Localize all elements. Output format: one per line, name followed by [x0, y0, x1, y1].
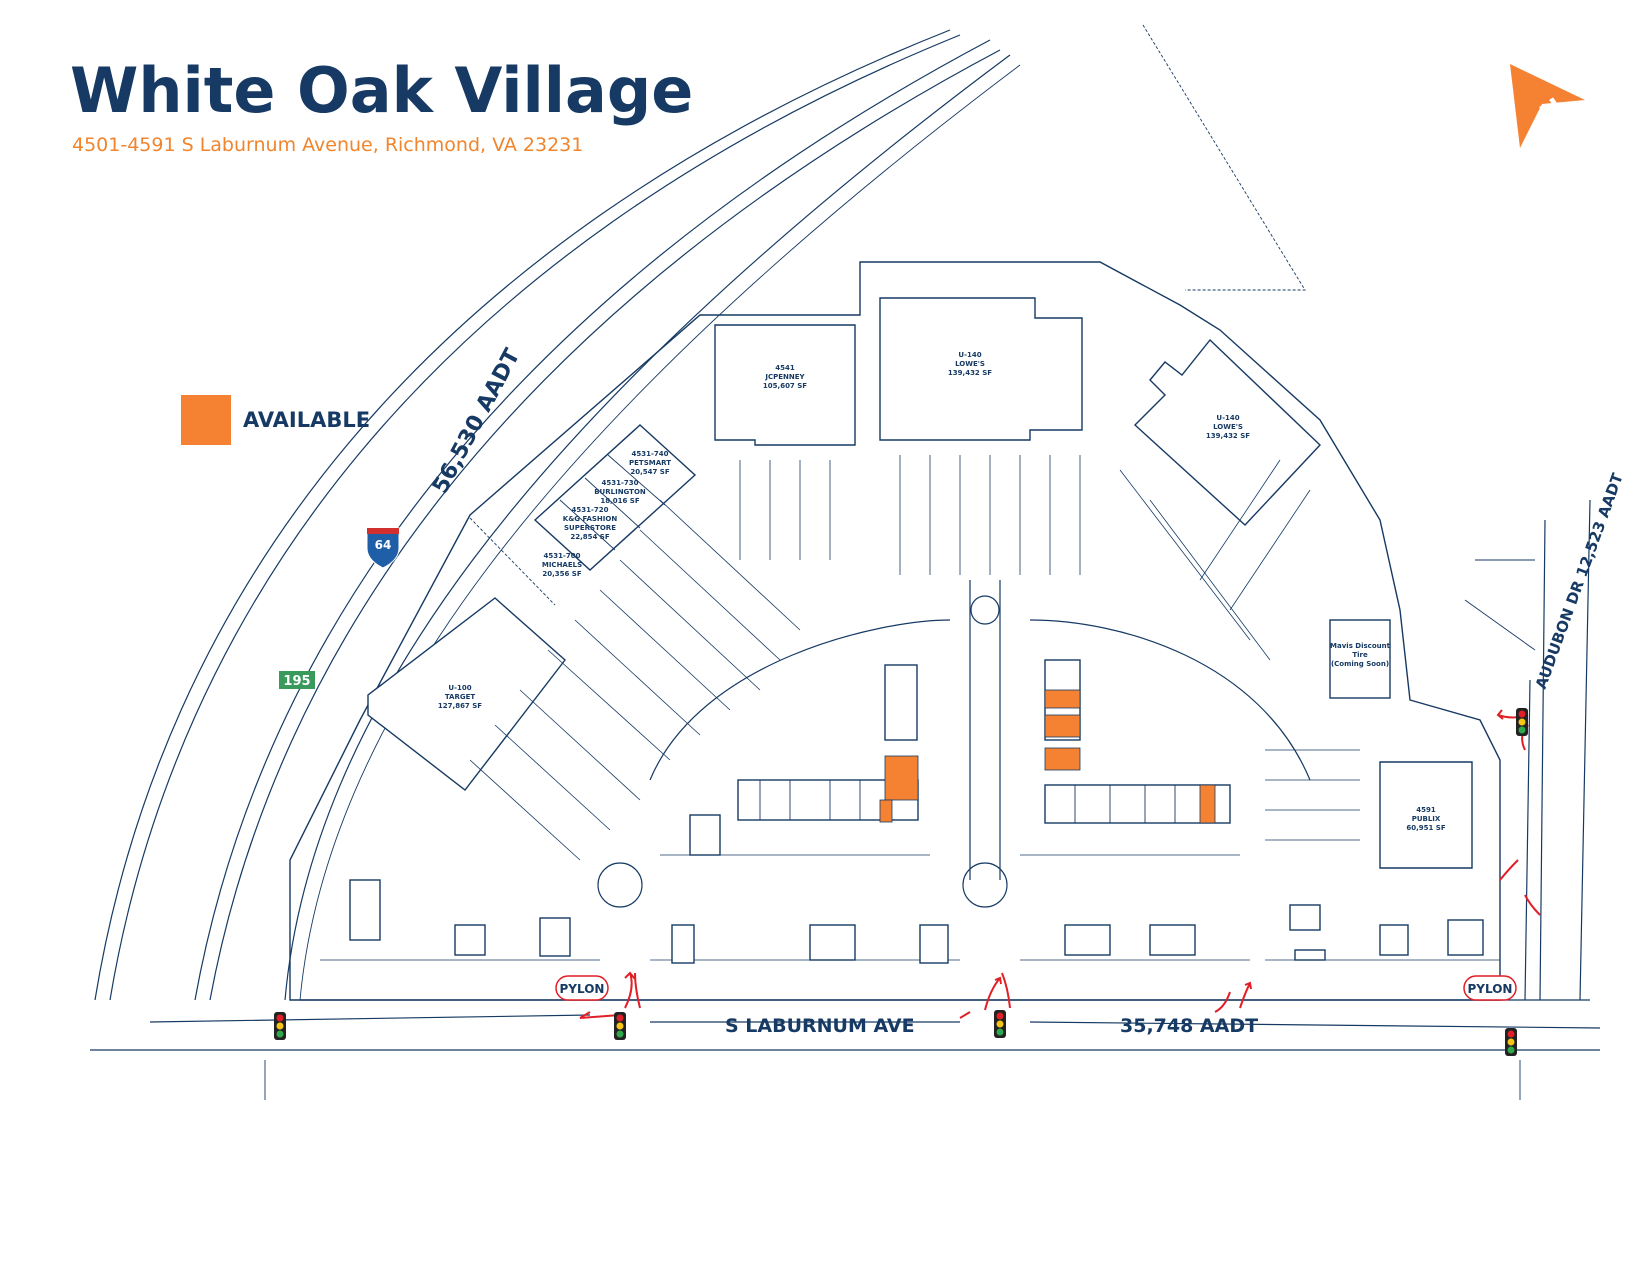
main-street-label: S LABURNUM AVE: [725, 1015, 915, 1037]
svg-text:SUPERSTORE: SUPERSTORE: [564, 524, 616, 532]
svg-text:U-140: U-140: [1216, 414, 1239, 422]
publix-building: [1379, 761, 1473, 869]
legend: AVAILABLE: [181, 395, 370, 445]
svg-text:PYLON: PYLON: [1468, 982, 1513, 996]
interstate-shield-icon: 64: [366, 527, 400, 569]
mavis-building: [1329, 619, 1391, 699]
svg-text:127,867 SF: 127,867 SF: [438, 702, 482, 710]
svg-text:Mavis Discount: Mavis Discount: [1330, 642, 1391, 650]
svg-text:U-100: U-100: [448, 684, 471, 692]
side-street-label: AUDUBON DR 12,523 AADT: [1532, 470, 1627, 691]
site-boundary: [289, 261, 1501, 1001]
svg-text:139,432 SF: 139,432 SF: [1206, 432, 1250, 440]
lowes-b-building: [1133, 338, 1321, 526]
svg-text:20,547 SF: 20,547 SF: [630, 468, 669, 476]
svg-text:MICHAELS: MICHAELS: [542, 561, 582, 569]
svg-text:(Coming Soon): (Coming Soon): [1331, 660, 1389, 668]
svg-text:LOWE'S: LOWE'S: [955, 360, 985, 368]
svg-text:PETSMART: PETSMART: [629, 459, 671, 467]
svg-text:TARGET: TARGET: [445, 693, 476, 701]
tenant-label-jcpenney: 4541 JCPENNEY 105,607 SF: [763, 364, 807, 390]
property-address: 4501-4591 S Laburnum Avenue, Richmond, V…: [72, 134, 584, 156]
svg-text:139,432 SF: 139,432 SF: [948, 369, 992, 377]
svg-text:BURLINGTON: BURLINGTON: [594, 488, 646, 496]
jcpenney-building: [714, 324, 856, 446]
highway-traffic-label: 56,530 AADT: [428, 345, 525, 498]
svg-text:4541: 4541: [775, 364, 795, 372]
audubon-dr-road: [1464, 499, 1591, 1001]
available-swatch: [181, 395, 231, 445]
tenant-label-lowes: U-140 LOWE'S 139,432 SF: [948, 351, 992, 377]
available-label: AVAILABLE: [243, 408, 371, 432]
route-195-sign-icon: 195: [279, 671, 315, 689]
junior-anchor-strip: [533, 424, 697, 571]
svg-text:PYLON: PYLON: [560, 982, 605, 996]
route-number: 195: [283, 674, 310, 689]
svg-text:PUBLIX: PUBLIX: [1412, 815, 1441, 823]
tenant-label-michaels: 4531-700 MICHAELS 20,356 SF: [542, 552, 582, 578]
svg-text:60,951 SF: 60,951 SF: [1406, 824, 1445, 832]
svg-text:4531-740: 4531-740: [632, 450, 669, 458]
traffic-light-icon: [274, 708, 1528, 1056]
svg-text:U-140: U-140: [958, 351, 981, 359]
svg-text:22,854 SF: 22,854 SF: [570, 533, 609, 541]
main-street-traffic-label: 35,748 AADT: [1120, 1015, 1258, 1037]
svg-text:4531-720: 4531-720: [572, 506, 609, 514]
svg-text:JCPENNEY: JCPENNEY: [764, 373, 805, 381]
tenant-label-target: U-100 TARGET 127,867 SF: [438, 684, 482, 710]
svg-text:K&G FASHION: K&G FASHION: [563, 515, 618, 523]
tenant-label-lowes-b: U-140 LOWE'S 139,432 SF: [1206, 414, 1250, 440]
central-boulevard: [597, 580, 1311, 908]
shops-east-strip: [1044, 659, 1231, 824]
svg-text:LOWE'S: LOWE'S: [1213, 423, 1243, 431]
svg-text:4531-730: 4531-730: [602, 479, 639, 487]
shops-west-strip: [737, 664, 919, 823]
svg-text:105,607 SF: 105,607 SF: [763, 382, 807, 390]
entrance-arrow-icon: [579, 709, 1541, 1019]
tenant-label-mavis: Mavis Discount Tire (Coming Soon): [1330, 642, 1391, 668]
svg-text:Tire: Tire: [1352, 651, 1368, 659]
svg-text:4591: 4591: [1416, 806, 1436, 814]
page-title: White Oak Village: [70, 54, 694, 127]
target-building: [367, 597, 566, 791]
svg-text:4531-700: 4531-700: [544, 552, 581, 560]
north-arrow-icon: N: [1510, 64, 1585, 148]
tenant-label-kg-fashion: 4531-720 K&G FASHION SUPERSTORE 22,854 S…: [563, 506, 618, 541]
pylon-sign-west: PYLON: [555, 975, 609, 1001]
svg-text:18,016 SF: 18,016 SF: [600, 497, 639, 505]
tenant-label-petsmart: 4531-740 PETSMART 20,547 SF: [629, 450, 671, 476]
interstate-number: 64: [375, 538, 392, 552]
interstate-64-highway: [94, 29, 1021, 1001]
svg-text:20,356 SF: 20,356 SF: [542, 570, 581, 578]
lowes-building: [879, 297, 1083, 441]
outparcel-buildings: [349, 814, 1484, 964]
tenant-label-burlington: 4531-730 BURLINGTON 18,016 SF: [594, 479, 646, 505]
pylon-sign-east: PYLON: [1463, 975, 1517, 1001]
tenant-label-publix: 4591 PUBLIX 60,951 SF: [1406, 806, 1445, 832]
